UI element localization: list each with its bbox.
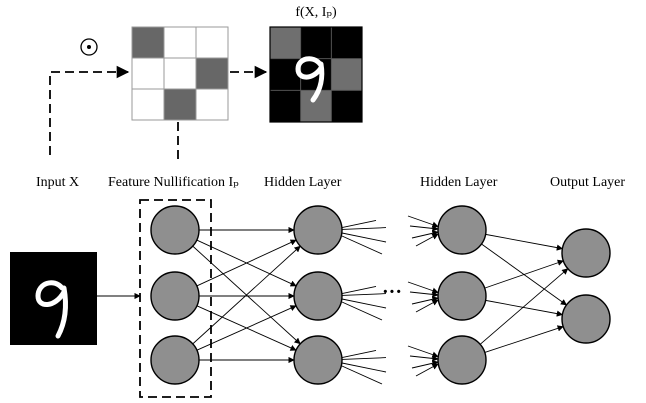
partial-edge-out <box>341 362 387 373</box>
network-edge <box>479 268 569 345</box>
neuron-l2-n1 <box>437 271 487 321</box>
partial-edge-in <box>407 215 439 228</box>
mask-cell <box>195 57 229 90</box>
partial-edge-out <box>341 357 387 360</box>
mask-cell <box>131 88 165 121</box>
partial-edge-out <box>341 285 377 295</box>
masked-cell <box>330 58 363 91</box>
partial-edge-in <box>407 345 439 358</box>
partial-edge-in <box>409 291 439 298</box>
nullification-mask-grid <box>131 26 229 121</box>
input-digit-nine <box>35 280 69 339</box>
input-image <box>10 252 97 345</box>
nullification-layer-box <box>139 199 212 398</box>
output-layer-label: Output Layer <box>550 175 625 190</box>
network-edge <box>484 325 564 353</box>
hidden-layer-2-label: Hidden Layer <box>420 175 498 190</box>
layers-ellipsis: ··· <box>382 281 402 303</box>
partial-edge-in <box>409 225 439 232</box>
partial-edge-out <box>341 235 383 255</box>
neuron-l3-n1 <box>561 294 611 344</box>
partial-edge-in <box>415 233 439 247</box>
masked-digit-nine <box>295 56 325 103</box>
neuron-l1-n0 <box>293 205 343 255</box>
mask-cell <box>195 26 229 59</box>
mask-cell <box>163 26 197 59</box>
network-edge <box>196 239 297 287</box>
network-edge <box>485 233 564 251</box>
partial-edge-out <box>341 219 377 229</box>
neuron-l0-n1 <box>150 271 200 321</box>
neuron-l1-n2 <box>293 335 343 385</box>
partial-edge-in <box>407 281 439 294</box>
partial-edge-out <box>341 227 387 230</box>
network-edge <box>192 245 301 345</box>
mask-cell <box>163 57 197 90</box>
partial-edge-in <box>415 363 439 377</box>
masked-image <box>269 26 363 123</box>
mask-cell <box>163 88 197 121</box>
neuron-l1-n1 <box>293 271 343 321</box>
neuron-l2-n2 <box>437 335 487 385</box>
partial-edge-in <box>411 360 439 369</box>
partial-edge-in <box>409 355 439 362</box>
partial-edge-out <box>341 232 387 243</box>
mask-cell <box>131 26 165 59</box>
masked-output-label: f(X, Iₚ) <box>295 5 337 20</box>
partial-edge-in <box>411 230 439 239</box>
network-edge <box>485 299 564 317</box>
neuron-l0-n0 <box>150 205 200 255</box>
neuron-l0-n2 <box>150 335 200 385</box>
network-nodes <box>150 205 611 385</box>
network-edge <box>196 305 297 351</box>
hidden-layer-1-label: Hidden Layer <box>264 175 342 190</box>
mask-cell <box>131 57 165 90</box>
network-edge <box>484 259 564 289</box>
partial-edge-out <box>341 349 377 359</box>
partial-edge-out <box>341 301 383 321</box>
partial-edge-in <box>411 296 439 305</box>
network-edges <box>192 215 569 385</box>
neuron-l2-n0 <box>437 205 487 255</box>
elementwise-product-icon <box>80 38 98 56</box>
masked-cell <box>269 26 302 60</box>
input-dashed-path <box>49 65 130 155</box>
partial-edge-out <box>341 298 387 309</box>
partial-edge-out <box>341 293 387 296</box>
mask-cell <box>195 88 229 121</box>
feature-nullification-label: Feature Nullification Iₚ <box>108 175 239 190</box>
partial-edge-in <box>415 299 439 313</box>
neuron-l3-n0 <box>561 228 611 278</box>
input-label: Input X <box>36 175 79 190</box>
partial-edge-out <box>341 365 383 385</box>
